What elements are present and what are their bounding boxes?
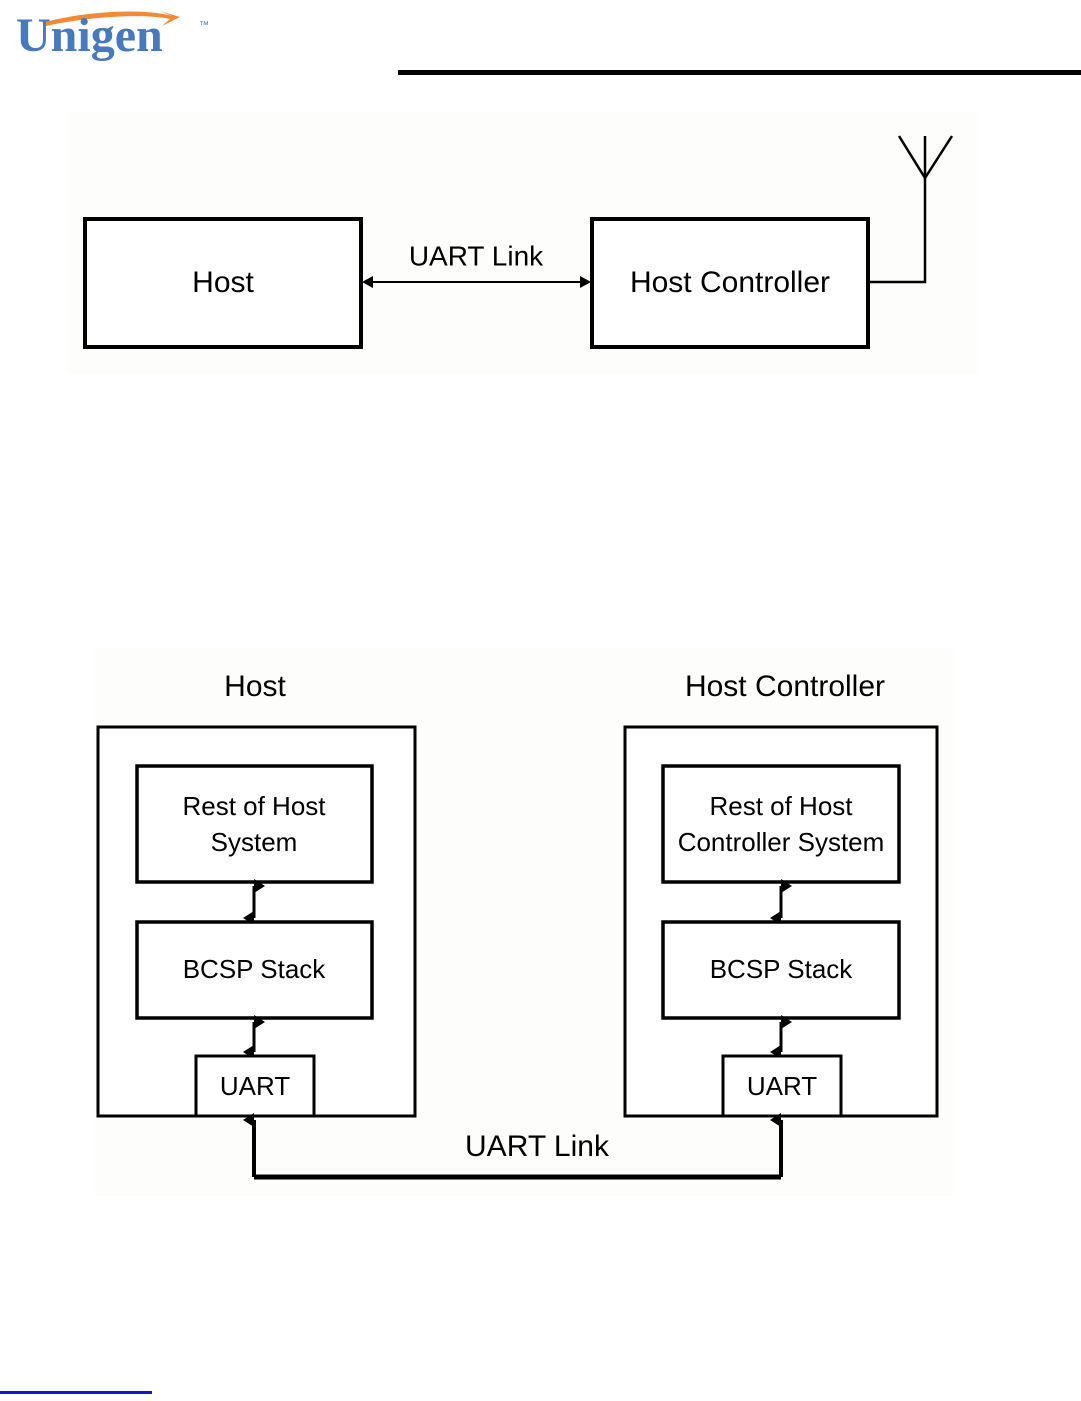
figure2-hc-layer-rest-of-host-controller-system: Rest of Host Controller System [661,764,901,884]
figure-bcsp-stack-diagram: Host Rest of Host System BCSP Stack UART… [95,648,953,1196]
figure2-host-title: Host [224,670,286,703]
logo-trademark: ™ [199,20,209,31]
figure2-hc-uart-label: UART [747,1071,817,1101]
figure2-uart-link-label: UART Link [465,1130,610,1163]
figure-host-link-diagram: Host Host Controller UART Link [68,112,978,374]
figure2-hc-layer-uart: UART [721,1054,843,1118]
figure2-host-bcsp-label: BCSP Stack [183,954,327,984]
figure2-hc-layer-bcsp-stack: BCSP Stack [661,920,901,1020]
figure1-uart-link-label: UART Link [409,240,544,271]
figure2-host-rest-label-line2: System [211,827,298,857]
figure2-host-rest-label-line1: Rest of Host [182,791,326,821]
figure2-host-layer-uart: UART [194,1054,316,1118]
logo-wordmark: Unigen [16,9,163,62]
logo-swoosh-icon [42,11,180,26]
figure2-hc-bcsp-label: BCSP Stack [710,954,854,984]
figure1-host-controller-label: Host Controller [630,266,830,299]
figure2-host-controller-title: Host Controller [685,670,885,703]
figure2-hc-rest-label-line1: Rest of Host [709,791,853,821]
figure2-host-layer-rest-of-host-system: Rest of Host System [135,764,374,884]
figure2-uart-link-connector: UART Link [243,1113,783,1180]
figure2-host-layer-bcsp-stack: BCSP Stack [135,920,374,1020]
header-divider [398,70,1081,75]
antenna-icon [868,135,954,284]
unigen-logo: Unigen ™ [14,6,224,64]
figure1-uart-link-connector: UART Link [362,240,591,288]
footnote-separator [0,1391,152,1394]
figure1-box-host-controller: Host Controller [590,217,870,349]
figure2-host-uart-label: UART [220,1071,290,1101]
figure1-box-host: Host [83,217,363,349]
figure2-hc-rest-label-line2: Controller System [678,827,885,857]
figure1-host-label: Host [192,266,254,299]
